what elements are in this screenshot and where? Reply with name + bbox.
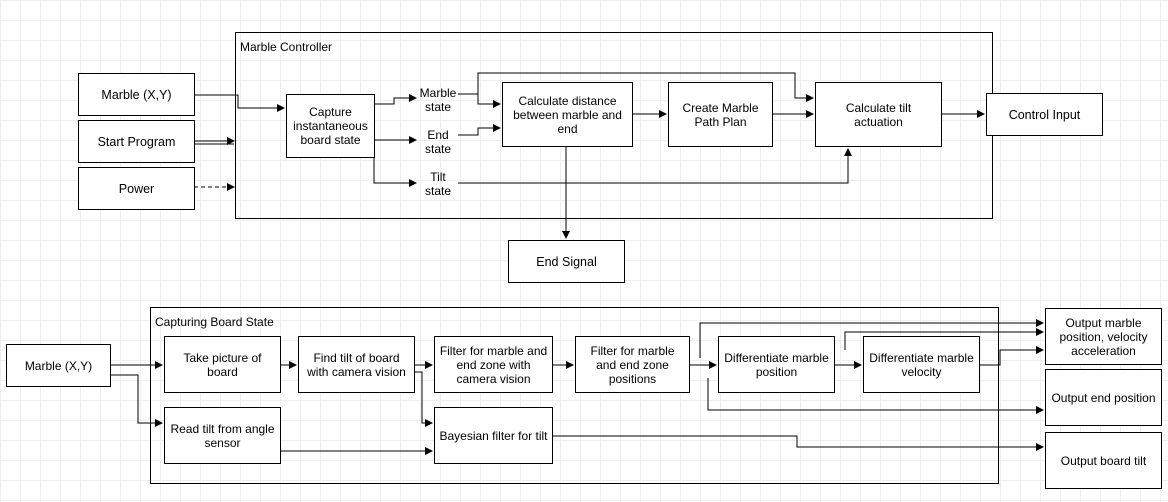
differentiate-velocity-box[interactable]: Differentiate marble velocity: [863, 336, 980, 393]
end-signal-box[interactable]: End Signal: [508, 240, 625, 283]
edge-bayes-to-out-tilt: [552, 435, 1044, 451]
edge-marble-state-to-calc: [458, 93, 501, 108]
capturing-board-state-container: [150, 307, 999, 484]
edge-diff-pos-to-out-marble: [844, 328, 1044, 350]
output-board-tilt-box[interactable]: Output board tilt: [1045, 432, 1162, 489]
input-start-program[interactable]: Start Program: [78, 120, 195, 163]
input-marble-xy-bottom[interactable]: Marble (X,Y): [6, 344, 111, 387]
filter-positions-box[interactable]: Filter for marble and end zone positions: [575, 336, 690, 393]
output-end-position-box[interactable]: Output end position: [1045, 369, 1162, 426]
edge-tilt-state-to-tilt: [458, 148, 852, 184]
bayesian-filter-box[interactable]: Bayesian filter for tilt: [434, 407, 553, 464]
edge-end-state-to-calc: [458, 124, 501, 136]
control-input-box[interactable]: Control Input: [986, 93, 1103, 136]
end-state-label: End state: [424, 128, 451, 156]
edge-marble-state-to-tilt: [477, 72, 814, 102]
edge-marble-to-capture: [194, 94, 285, 112]
calculate-distance-box[interactable]: Calculate distance between marble and en…: [502, 82, 633, 147]
marble-state-label: Marble state: [419, 86, 457, 114]
edge-capture-to-marble-state: [374, 94, 417, 105]
tilt-state-label: Tilt state: [424, 170, 451, 198]
calculate-tilt-actuation-box[interactable]: Calculate tilt actuation: [815, 82, 942, 147]
edge-positions-to-out-marble: [699, 319, 1044, 358]
edge-find-tilt-to-bayes: [414, 371, 433, 427]
output-marble-box[interactable]: Output marble position, velocity acceler…: [1045, 308, 1162, 365]
marble-controller-title: Marble Controller: [240, 40, 333, 54]
filter-camera-vision-box[interactable]: Filter for marble and end zone with came…: [434, 336, 553, 393]
input-power[interactable]: Power: [78, 167, 195, 210]
capture-board-state-box[interactable]: Capture instantaneous board state: [286, 94, 375, 158]
read-tilt-sensor-box[interactable]: Read tilt from angle sensor: [164, 407, 281, 464]
take-picture-box[interactable]: Take picture of board: [164, 336, 281, 393]
edge-capture-to-tilt-state: [373, 150, 417, 187]
capturing-board-state-title: Capturing Board State: [155, 315, 274, 329]
differentiate-position-box[interactable]: Differentiate marble position: [718, 336, 835, 393]
find-tilt-camera-box[interactable]: Find tilt of board with camera vision: [298, 336, 415, 393]
edge-positions-to-out-end: [707, 378, 1044, 414]
input-marble-xy[interactable]: Marble (X,Y): [78, 73, 195, 116]
create-path-plan-box[interactable]: Create Marble Path Plan: [668, 82, 773, 147]
edge-diff-vel-to-out-marble: [979, 346, 1044, 366]
